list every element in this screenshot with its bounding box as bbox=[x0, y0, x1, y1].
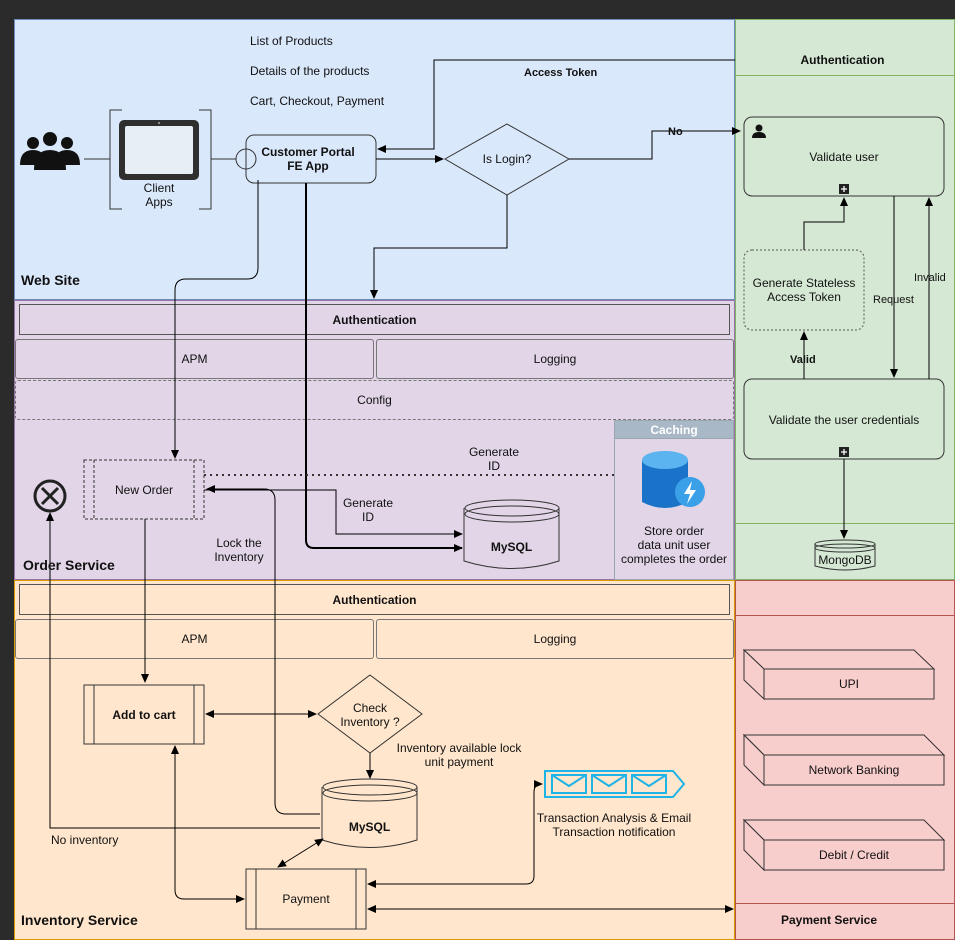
order-logging-bar: Logging bbox=[376, 339, 734, 379]
order-mysql-label: MySQL bbox=[490, 540, 533, 554]
note-product-details: Details of the products bbox=[250, 64, 370, 78]
lock-inventory-label: Lock the Inventory bbox=[214, 536, 264, 564]
cache-note: Store order data unit user completes the… bbox=[620, 524, 728, 566]
web-site-title: Web Site bbox=[21, 272, 80, 288]
order-apm-bar: APM bbox=[15, 339, 374, 379]
debit-credit-label[interactable]: Debit / Credit bbox=[818, 848, 890, 862]
order-service-title: Order Service bbox=[23, 557, 115, 573]
validate-credentials-label[interactable]: Validate the user credentials bbox=[768, 413, 920, 427]
is-login-label[interactable]: Is Login? bbox=[482, 152, 532, 166]
new-order-label[interactable]: New Order bbox=[114, 483, 173, 497]
auth-zone-divider-bottom bbox=[735, 523, 955, 524]
access-token-label: Access Token bbox=[524, 67, 598, 79]
inventory-logging-bar: Logging bbox=[376, 619, 734, 659]
network-banking-block bbox=[742, 733, 946, 787]
client-apps-label: Client Apps bbox=[143, 181, 175, 209]
new-order-box bbox=[83, 459, 205, 520]
payment-label[interactable]: Payment bbox=[282, 892, 330, 906]
add-to-cart-label[interactable]: Add to cart bbox=[112, 708, 176, 722]
user-icon bbox=[752, 124, 766, 138]
network-banking-label[interactable]: Network Banking bbox=[808, 763, 900, 777]
inventory-service-title: Inventory Service bbox=[21, 912, 138, 928]
mongodb-label: MongoDB bbox=[818, 553, 872, 567]
validate-user-label[interactable]: Validate user bbox=[809, 150, 879, 164]
add-to-cart-box bbox=[83, 684, 205, 745]
message-queue-icon bbox=[544, 770, 686, 798]
order-config-bar: Config bbox=[15, 380, 734, 420]
invalid-label: Invalid bbox=[914, 272, 946, 284]
upi-block bbox=[742, 648, 936, 701]
payment-box bbox=[245, 868, 367, 930]
payment-zone-divider-bottom bbox=[735, 903, 955, 904]
generate-id-label: Generate ID bbox=[342, 496, 394, 524]
order-mysql-cylinder bbox=[463, 499, 560, 569]
no-label: No bbox=[668, 126, 683, 138]
check-inventory-label[interactable]: Check Inventory ? bbox=[340, 701, 400, 729]
users-icon bbox=[20, 132, 80, 170]
cancel-icon bbox=[33, 479, 67, 513]
transaction-note: Transaction Analysis & Email Transaction… bbox=[536, 811, 692, 839]
inventory-authentication-bar: Authentication bbox=[19, 584, 730, 615]
auth-panel-title: Authentication bbox=[800, 53, 885, 67]
inventory-apm-bar: APM bbox=[15, 619, 374, 659]
generate-id-top-label: Generate ID bbox=[468, 445, 520, 473]
validate-user-box bbox=[743, 116, 945, 197]
order-authentication-bar: Authentication bbox=[19, 304, 730, 335]
upi-label[interactable]: UPI bbox=[838, 677, 859, 691]
valid-label: Valid bbox=[790, 354, 816, 366]
caching-header: Caching bbox=[614, 420, 734, 439]
cache-icon bbox=[642, 451, 705, 508]
tablet-icon bbox=[119, 120, 199, 180]
note-cart-checkout: Cart, Checkout, Payment bbox=[250, 94, 385, 108]
inventory-available-label: Inventory available lock unit payment bbox=[396, 741, 522, 769]
inventory-mysql-label: MySQL bbox=[348, 820, 391, 834]
customer-portal-label[interactable]: Customer Portal FE App bbox=[261, 145, 355, 173]
debit-credit-block bbox=[742, 818, 946, 872]
auth-zone bbox=[735, 19, 955, 580]
payment-service-title: Payment Service bbox=[780, 913, 878, 927]
auth-zone-divider-top bbox=[735, 75, 955, 76]
mongodb-cylinder bbox=[814, 539, 876, 571]
generate-token-label[interactable]: Generate Stateless Access Token bbox=[752, 276, 856, 304]
request-label: Request bbox=[873, 294, 914, 306]
no-inventory-label: No inventory bbox=[51, 833, 119, 847]
note-list-products: List of Products bbox=[250, 34, 333, 48]
payment-zone-divider-top bbox=[735, 615, 955, 616]
